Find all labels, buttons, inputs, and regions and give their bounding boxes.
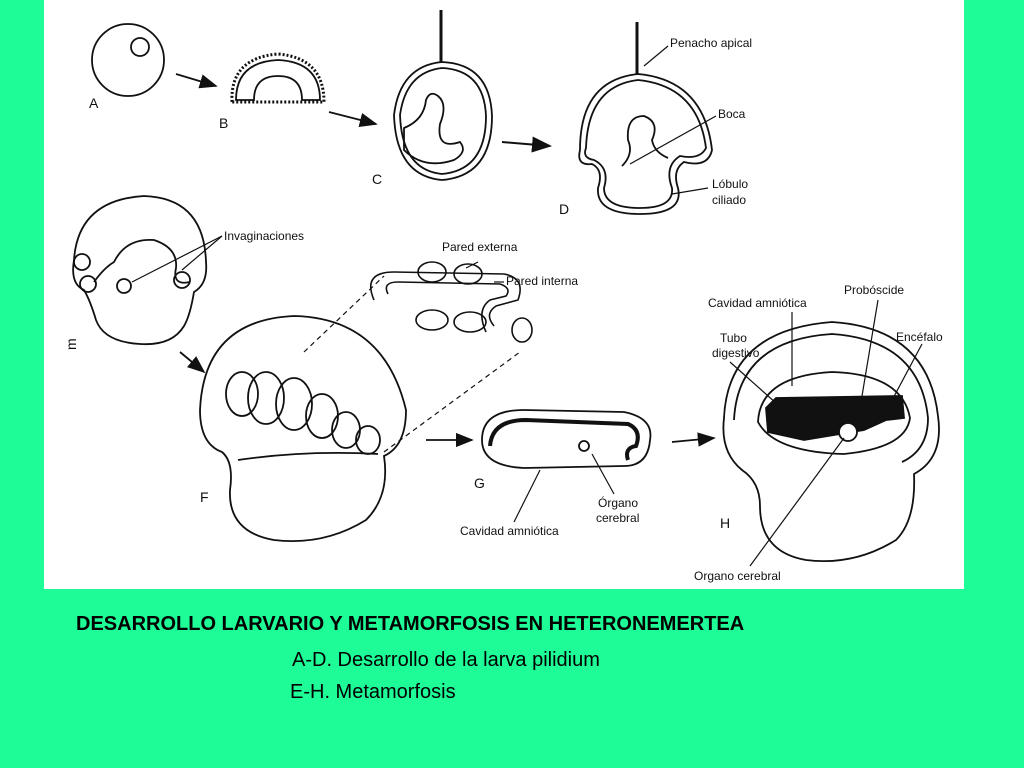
leader-invag-1 — [131, 235, 223, 283]
label-tubo: Tubo — [720, 331, 747, 345]
stage-h-metamorphosis — [722, 321, 940, 563]
label-proboscide: Probóscide — [844, 283, 904, 297]
arrow-b-c — [328, 111, 378, 127]
label-encefalo: Encéfalo — [896, 330, 943, 344]
leader-cavidad-g — [513, 469, 541, 523]
stage-g-juvenile — [481, 409, 652, 469]
label-penacho-apical: Penacho apical — [670, 36, 752, 50]
panel-label-e: m — [63, 338, 79, 350]
caption-line-2: E-H. Metamorfosis — [290, 681, 456, 703]
leader-lobulo — [671, 187, 709, 195]
panel-label-f: F — [200, 489, 209, 505]
panel-label-h: H — [720, 515, 730, 531]
leader-invag-2 — [181, 235, 223, 271]
leader-penacho — [643, 45, 669, 67]
leader-organo-cerebral-h — [749, 437, 845, 567]
leader-organo-g — [591, 453, 615, 495]
leader-boca — [629, 115, 717, 165]
larval-development-figure: A B C D Penacho apical Boca Lóbulo cilia… — [44, 0, 964, 589]
label-cavidad-amniotica-h: Cavidad amniótica — [708, 296, 807, 310]
stage-a-egg — [91, 23, 165, 97]
leader-pared-externa — [465, 261, 479, 269]
label-organo: Órgano — [598, 495, 638, 510]
stage-c-larva — [393, 10, 493, 181]
arrow-g-h — [671, 432, 716, 447]
panel-label-d: D — [559, 201, 569, 217]
arrow-c-d — [501, 136, 552, 153]
panel-label-a: A — [89, 95, 99, 111]
label-cerebral: cerebral — [596, 511, 639, 525]
stage-b-gastrula — [230, 52, 326, 104]
arrow-a-b — [175, 73, 218, 89]
caption-title: DESARROLLO LARVARIO Y METAMORFOSIS EN HE… — [76, 613, 745, 635]
figure-drawing: A B C D Penacho apical Boca Lóbulo cilia… — [63, 10, 943, 583]
leader-proboscide — [861, 299, 879, 397]
stage-d-pilidium — [578, 22, 713, 215]
arrow-e-f — [179, 351, 206, 374]
label-invaginaciones: Invaginaciones — [224, 229, 304, 243]
label-digestivo: digestivo — [712, 346, 760, 360]
label-pared-interna: Pared interna — [506, 274, 578, 288]
label-ciliado: ciliado — [712, 193, 746, 207]
disc-detail-inset — [303, 261, 533, 453]
label-organo-cerebral-h: Organo cerebral — [694, 569, 781, 583]
leader-encefalo — [889, 343, 923, 405]
caption-line-1: A-D. Desarrollo de la larva pilidium — [292, 649, 600, 671]
panel-label-b: B — [219, 115, 228, 131]
panel-label-c: C — [372, 171, 382, 187]
label-pared-externa: Pared externa — [442, 240, 518, 254]
label-boca: Boca — [718, 107, 746, 121]
stage-e-invaginations — [72, 195, 208, 346]
stage-f-imaginal-discs — [199, 315, 407, 543]
label-cavidad-amniotica-g: Cavidad amniótica — [460, 524, 559, 538]
leader-tubo — [729, 361, 787, 413]
label-lobulo: Lóbulo — [712, 177, 748, 191]
panel-label-g: G — [474, 475, 485, 491]
